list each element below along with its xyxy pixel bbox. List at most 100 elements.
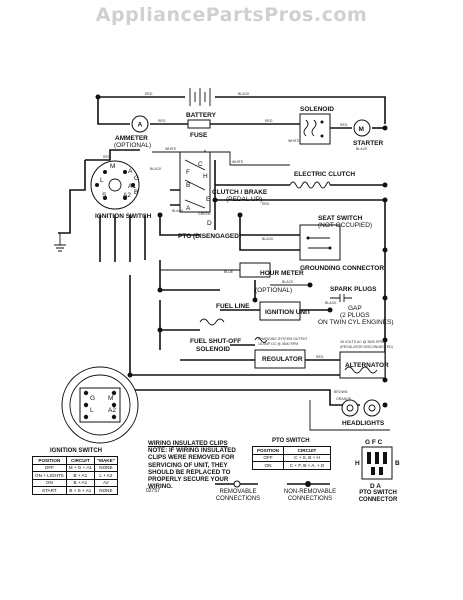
terminal-d: D <box>207 220 212 227</box>
table-cell: L + A2 <box>93 471 118 480</box>
fuel-shutoff-solenoid <box>199 318 268 343</box>
wire-label-white: WHITE <box>165 147 177 151</box>
label-spark-plugs: SPARK PLUGS <box>330 286 377 293</box>
wire-label-green: GREEN <box>198 212 211 216</box>
label-fuse: FUSE <box>190 132 208 139</box>
terminal-e: E <box>206 196 211 203</box>
table-header: CIRCUIT <box>65 456 95 465</box>
terminal-s: S <box>102 192 107 199</box>
label-spark-sub2: ON TWIN CYL ENGINES) <box>318 319 393 326</box>
clips-note-line: SHOULD BE REPLACED TO <box>148 468 231 476</box>
terminal-a2: A2 <box>123 192 131 199</box>
label-pedal-up: (PEDAL UP) <box>226 196 262 203</box>
starter: M <box>353 119 371 137</box>
wire-label-red: RED <box>265 119 273 123</box>
table-header: POSITION <box>252 446 284 455</box>
terminal-a: A <box>186 205 191 212</box>
wire-label-black: BLACK <box>262 237 274 241</box>
clips-note-line: SERVICING OF UNIT, THEY <box>148 461 228 469</box>
wire-label-red: RED <box>262 202 270 206</box>
legend-removable: REMOVABLE CONNECTIONS <box>215 489 261 502</box>
fuse <box>187 119 211 129</box>
wire-label-black: BLACK <box>150 167 162 171</box>
table-row: ON C + F, B + A, + D <box>252 461 331 470</box>
table-cell: M + G + A1 <box>65 463 95 472</box>
label-ignition-unit: IGNITION UNIT <box>265 309 311 316</box>
terminal-a: A <box>128 168 133 175</box>
legend-symbols <box>215 480 330 488</box>
legend-non-removable: NON-REMOVABLE CONNECTIONS <box>283 489 337 502</box>
hour-meter <box>239 262 271 278</box>
table-cell: START <box>32 486 67 495</box>
electric-clutch <box>289 181 331 189</box>
pto-switch-connector: G F C D A H B <box>355 439 400 490</box>
diagram-code: 02757 <box>146 488 160 494</box>
label-hour-meter-optional: (OPTIONAL) <box>255 287 292 294</box>
wiring-clips-note: WIRING INSULATED CLIPS NOTE: IF WIRING I… <box>148 440 258 490</box>
table-cell: C + F, B + A, + D <box>283 461 331 470</box>
label-ignition-switch: IGNITION SWITCH <box>95 213 152 220</box>
label-fuel-shutoff: FUEL SHUT-OFF <box>190 338 241 345</box>
label-alt-output: 26 VOLTS AC @ 3600 RPM <box>340 340 384 344</box>
table-row: OFF C + S, B + H <box>252 453 331 462</box>
table-row: ON + LIGHTS B + A1 L + A2 <box>32 471 118 480</box>
ammeter: A <box>131 115 149 133</box>
label-ammeter: AMMETER <box>115 135 148 142</box>
terminal-a1: A1 <box>128 183 136 190</box>
label-charging-output: CHARGING SYSTEM OUTPUT <box>258 337 308 341</box>
wire-label-black: BLACK <box>282 280 294 284</box>
clutch-brake-switch <box>179 151 211 213</box>
wire-label-white: WHITE <box>232 160 244 164</box>
clips-note-line: NOTE: IF WIRING INSULATED <box>148 447 236 455</box>
clips-note-title: WIRING INSULATED CLIPS <box>148 440 228 447</box>
table-cell: ON <box>252 461 284 470</box>
seat-switch <box>299 224 341 261</box>
alternator <box>339 351 386 379</box>
label-not-occupied: (NOT OCCUPIED) <box>318 222 372 229</box>
label-solenoid: SOLENOID <box>300 106 334 113</box>
pto-connector-right: B <box>395 460 400 467</box>
table-cell: ON + LIGHTS <box>32 471 67 480</box>
wire-label-orange: ORANGE <box>336 397 352 401</box>
terminal-a2: A2 <box>108 407 116 414</box>
solenoid <box>299 113 331 145</box>
label-grounding-connector: GROUNDING CONNECTOR <box>300 265 384 272</box>
label-spark-sub1: (2 PLUGS <box>340 312 370 319</box>
table-cell: B + A1 <box>65 478 95 487</box>
terminal-g: G <box>90 395 95 402</box>
label-regulator: REGULATOR <box>262 356 303 363</box>
pto-connector-top-letters: G F C <box>365 439 383 446</box>
wire-label-blue: BLUE <box>224 270 234 274</box>
ignition-unit <box>259 301 301 321</box>
wire-label-red: RED <box>145 92 153 96</box>
terminal-g: G <box>134 175 139 182</box>
wire-label-black: BLACK <box>356 147 368 151</box>
label-fuel-line: FUEL LINE <box>216 303 250 310</box>
table-cell: OFF <box>32 463 67 472</box>
regulator <box>254 349 306 369</box>
ignition-switch-face <box>61 366 139 444</box>
table-cell: OFF <box>252 453 284 462</box>
battery <box>189 88 211 106</box>
table-header: CIRCUIT <box>283 446 331 455</box>
table-cell: C + S, B + H <box>283 453 331 462</box>
table-cell: B + S + A1 <box>65 486 95 495</box>
label-ammeter-optional: (OPTIONAL) <box>114 142 151 149</box>
wire-label-brown: BROWN <box>334 390 348 394</box>
terminal-b: B <box>186 182 190 189</box>
label-alternator: ALTERNATOR <box>345 362 389 369</box>
label-headlights: HEADLIGHTS <box>342 420 385 427</box>
label-electric-clutch: ELECTRIC CLUTCH <box>294 171 355 178</box>
label-fuel-solenoid: SOLENOID <box>196 346 230 353</box>
label-pto-disengaged: PTO (DISENGAGED) <box>178 233 241 240</box>
clips-note-line: WIRING. <box>148 483 173 491</box>
table-cell: NONE <box>93 463 118 472</box>
terminal-f: F <box>186 169 190 176</box>
svg-text:M: M <box>359 126 364 133</box>
table-row: ON B + A1 A2 <box>32 478 118 487</box>
terminal-l: L <box>100 177 104 184</box>
wire-label-red: RED <box>158 119 166 123</box>
terminal-l: L <box>90 407 94 414</box>
headlights <box>341 399 381 417</box>
